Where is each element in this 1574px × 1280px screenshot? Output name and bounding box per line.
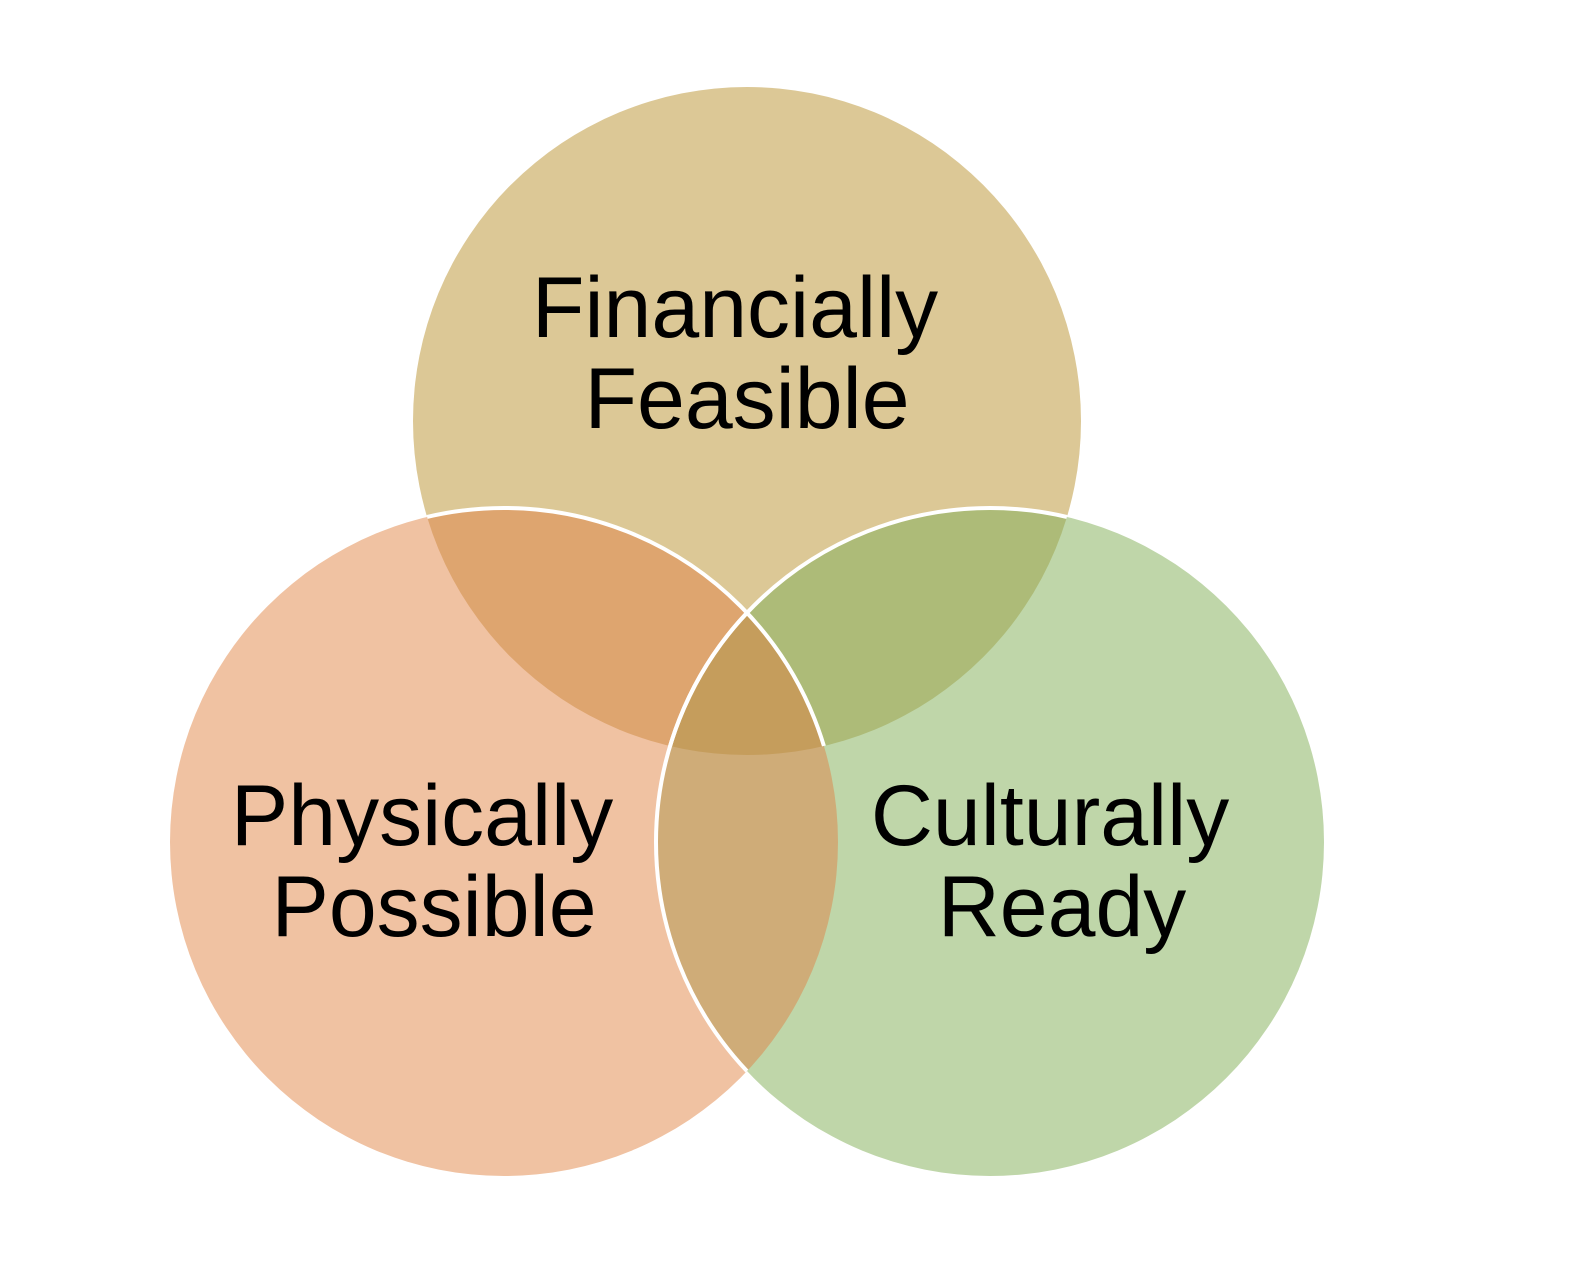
- physically-possible-label: Physically Possible: [231, 768, 637, 955]
- culturally-ready-label: Culturally Ready: [871, 768, 1253, 955]
- financial-physical-overlap: [413, 508, 838, 755]
- physical-outline-arc: [413, 506, 840, 755]
- financial-cultural-overlap: [656, 508, 1081, 755]
- financially-feasible-label: Financially Feasible: [532, 260, 962, 447]
- cultural-outline-arc-lower: [654, 508, 838, 1176]
- cultural-outline-arc: [654, 506, 1081, 755]
